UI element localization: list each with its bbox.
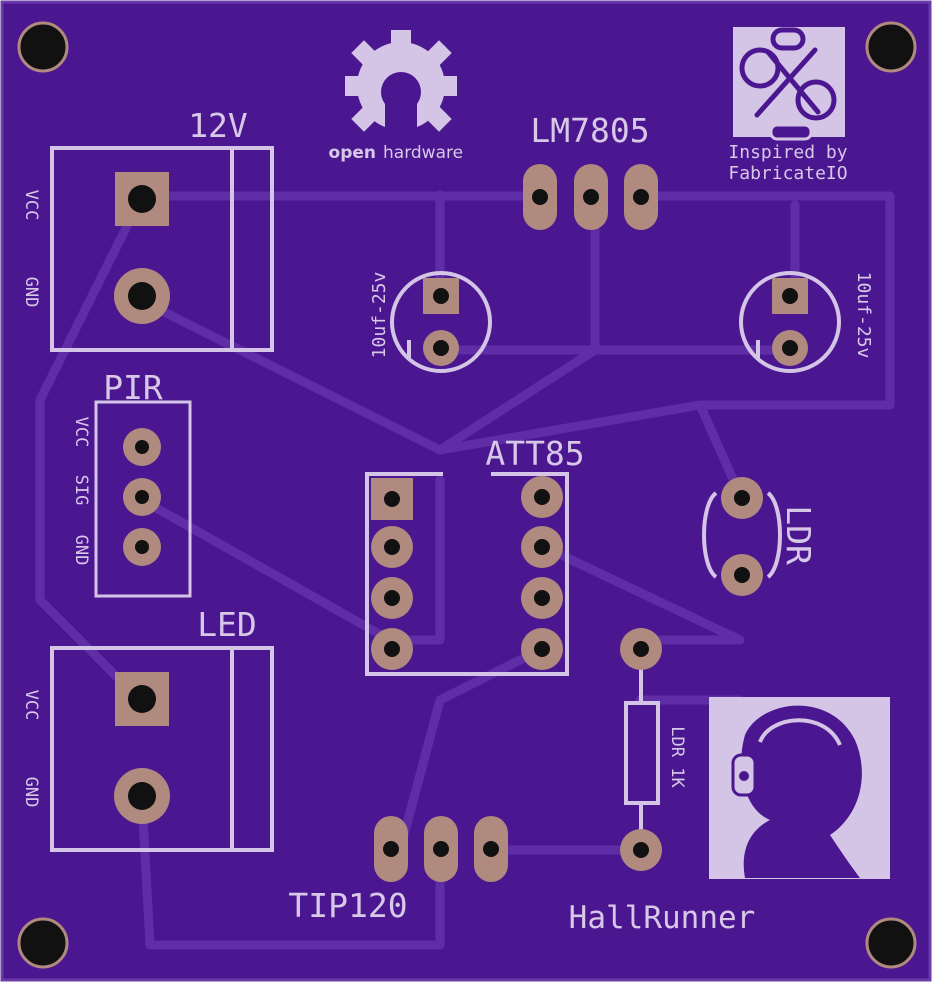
oshw-text-open: open [329,143,376,163]
mcu-socket: ATT85 [365,434,585,676]
capacitor-right-label: 10uf-25v [853,272,874,359]
led-connector: LED VCC GND [21,605,274,852]
power-gnd-label: GND [21,277,41,308]
pir-vcc-label: VCC [71,417,91,448]
led-connector-label: LED [197,605,257,644]
regulator-label: LM7805 [530,111,649,150]
regulator: LM7805 [523,111,658,230]
pir-gnd-label: GND [71,535,91,566]
pir-header: PIR VCC SIG GND [71,368,192,598]
mounting-hole-top-left [17,21,69,73]
mounting-holes [17,21,917,969]
resistor: LDR 1K [620,628,687,871]
power-connector-label: 12V [188,106,248,145]
resistor-label: LDR 1K [667,726,687,788]
board-name: HallRunner [569,900,756,936]
open-hardware-logo: open hardware [329,30,463,163]
power-vcc-label: VCC [21,190,41,221]
ldr-sensor: LDR [702,477,818,596]
hallrunner-head-logo [709,697,890,879]
pir-sig-label: SIG [71,475,91,506]
oshw-text-hardware: hardware [383,143,463,163]
power-connector: 12V VCC GND [21,106,274,352]
transistor-label: TIP120 [288,886,407,925]
mcu-label: ATT85 [485,434,584,473]
inspired-line-1: Inspired by [728,142,847,163]
mounting-hole-top-right [865,21,917,73]
capacitor-left-label: 10uf-25v [369,272,390,359]
led-gnd-label: GND [21,777,41,808]
capacitor-right: 10uf-25v [739,271,874,373]
transistor: TIP120 [288,816,508,925]
inspired-line-2: FabricateIO [728,163,847,184]
mounting-hole-bottom-right [865,917,917,969]
fabricateio-logo: Inspired by FabricateIO [728,27,848,184]
capacitor-left: 10uf-25v [369,271,492,373]
led-vcc-label: VCC [21,690,41,721]
mounting-hole-bottom-left [17,917,69,969]
ldr-label: LDR [779,505,818,565]
